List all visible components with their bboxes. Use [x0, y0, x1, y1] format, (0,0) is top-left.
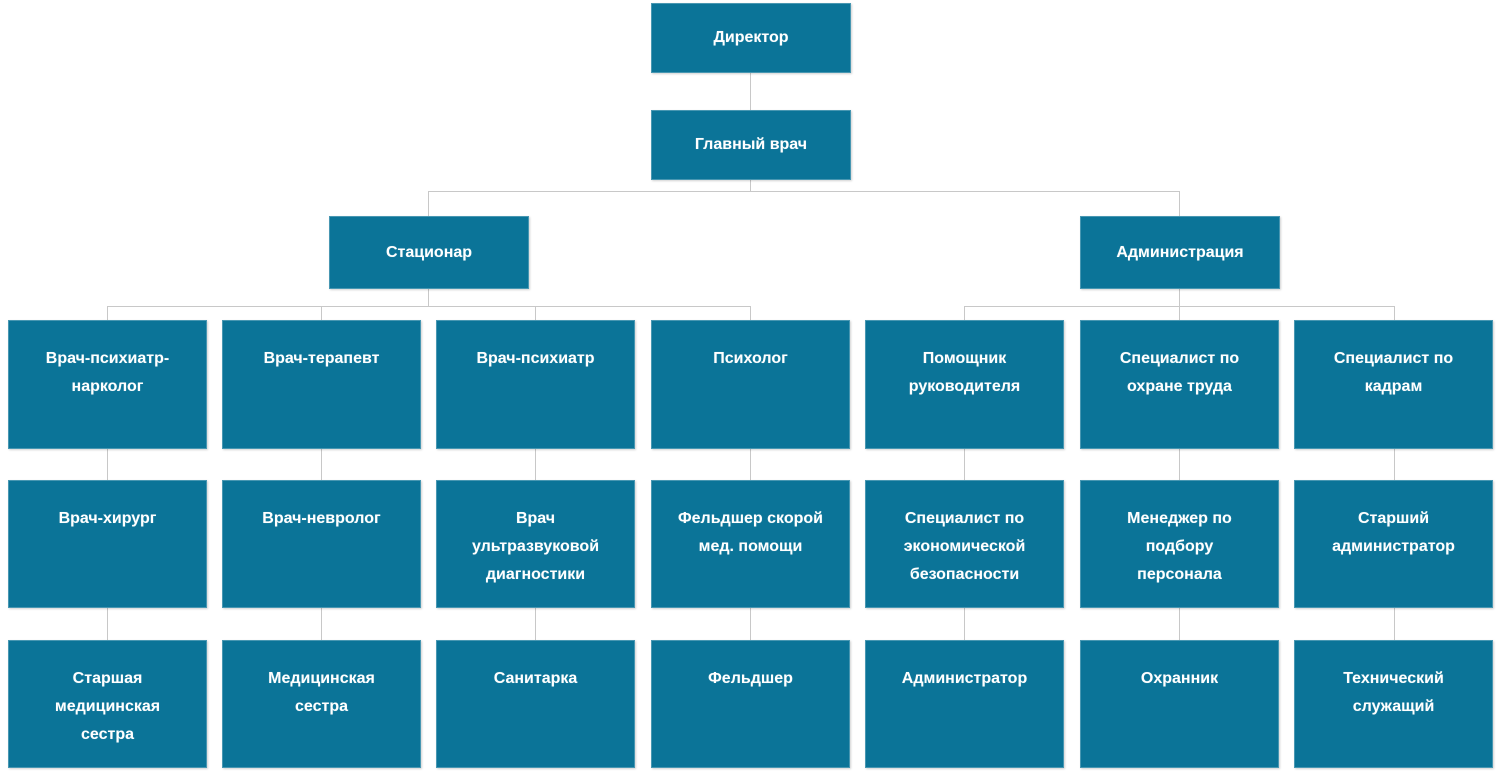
node-row5-col7-label: Технический служащий [1343, 670, 1444, 715]
node-row3-col2-label: Врач-терапевт [263, 350, 380, 367]
node-division-stacionar-label: Стационар [385, 243, 473, 261]
connector-r3c4-to-r4c4 [750, 449, 751, 480]
node-row5-col7[interactable]: Технический служащий [1294, 640, 1493, 768]
node-row5-col2[interactable]: Медицинская сестра [222, 640, 421, 768]
node-row4-col7-label: Старший администратор [1332, 510, 1455, 555]
node-row3-col2[interactable]: Врач-терапевт [222, 320, 421, 449]
node-row4-col4-label: Фельдшер скорой мед. помощи [677, 510, 823, 555]
node-row4-col1[interactable]: Врач-хирург [8, 480, 207, 608]
node-row3-col5[interactable]: Помощник руководителя [865, 320, 1064, 449]
node-row5-col6-label: Охранник [1140, 670, 1219, 687]
node-row3-col1-label: Врач-психиатр- нарколог [45, 350, 170, 395]
connector-r3c5-to-r4c5 [964, 449, 965, 480]
connector-r4c4-to-r5c4 [750, 608, 751, 640]
node-row4-col7[interactable]: Старший администратор [1294, 480, 1493, 608]
connector-stacionar-bus [107, 306, 751, 307]
node-row3-col3-label: Врач-психиатр [476, 350, 595, 367]
node-division-administration-label: Администрация [1116, 243, 1244, 261]
node-row3-col5-label: Помощник руководителя [908, 350, 1021, 395]
node-row4-col6[interactable]: Менеджер по подбору персонала [1080, 480, 1279, 608]
connector-director-to-chief [750, 73, 751, 110]
node-row5-col2-label: Медицинская сестра [268, 670, 375, 715]
node-row3-col6-label: Специалист по охране труда [1119, 350, 1240, 395]
connector-r4c6-to-r5c6 [1179, 608, 1180, 640]
node-row4-col6-label: Менеджер по подбору персонала [1127, 510, 1232, 583]
connector-r3c7-to-r4c7 [1394, 449, 1395, 480]
connector-drop-stacionar [428, 191, 429, 216]
node-row4-col4[interactable]: Фельдшер скорой мед. помощи [651, 480, 850, 608]
connector-r3c3-to-r4c3 [535, 449, 536, 480]
node-director[interactable]: Директор [651, 3, 851, 73]
node-row3-col3[interactable]: Врач-психиатр [436, 320, 635, 449]
node-row5-col5[interactable]: Администратор [865, 640, 1064, 768]
node-row5-col5-label: Администратор [901, 670, 1028, 687]
node-row5-col1[interactable]: Старшая медицинская сестра [8, 640, 207, 768]
node-row5-col3[interactable]: Санитарка [436, 640, 635, 768]
connector-drop-administration [1179, 191, 1180, 216]
node-division-stacionar[interactable]: Стационар [329, 216, 529, 289]
node-division-administration[interactable]: Администрация [1080, 216, 1280, 289]
connector-drop-r3c6 [1179, 306, 1180, 320]
connector-r4c7-to-r5c7 [1394, 608, 1395, 640]
connector-r3c1-to-r4c1 [107, 449, 108, 480]
node-row4-col5-label: Специалист по экономической безопасности [903, 510, 1026, 583]
connector-r3c6-to-r4c6 [1179, 449, 1180, 480]
node-row4-col5[interactable]: Специалист по экономической безопасности [865, 480, 1064, 608]
node-chief-physician[interactable]: Главный врач [651, 110, 851, 180]
node-row5-col4-label: Фельдшер [708, 670, 793, 687]
connector-r3c2-to-r4c2 [321, 449, 322, 480]
connector-drop-r3c2 [321, 306, 322, 320]
connector-chief-bus [428, 191, 1180, 192]
node-row5-col3-label: Санитарка [493, 670, 578, 687]
node-row3-col7-label: Специалист по кадрам [1333, 350, 1454, 395]
node-row4-col2-label: Врач-невролог [262, 510, 381, 527]
node-row5-col6[interactable]: Охранник [1080, 640, 1279, 768]
connector-drop-r3c7 [1394, 306, 1395, 320]
connector-r4c2-to-r5c2 [321, 608, 322, 640]
node-row3-col4[interactable]: Психолог [651, 320, 850, 449]
connector-drop-r3c5 [964, 306, 965, 320]
connector-r4c1-to-r5c1 [107, 608, 108, 640]
node-director-label: Директор [713, 29, 789, 46]
connector-drop-r3c1 [107, 306, 108, 320]
connector-r4c3-to-r5c3 [535, 608, 536, 640]
connector-stacionar-stub [428, 289, 429, 306]
node-row4-col2[interactable]: Врач-невролог [222, 480, 421, 608]
connector-drop-r3c4 [750, 306, 751, 320]
node-row3-col1[interactable]: Врач-психиатр- нарколог [8, 320, 207, 449]
node-row3-col6[interactable]: Специалист по охране труда [1080, 320, 1279, 449]
connector-drop-r3c3 [535, 306, 536, 320]
node-row4-col3[interactable]: Врач ультразвуковой диагностики [436, 480, 635, 608]
node-row5-col4[interactable]: Фельдшер [651, 640, 850, 768]
connector-administration-stub [1179, 289, 1180, 306]
node-row3-col7[interactable]: Специалист по кадрам [1294, 320, 1493, 449]
node-row3-col4-label: Психолог [713, 350, 788, 367]
connector-r4c5-to-r5c5 [964, 608, 965, 640]
node-row4-col1-label: Врач-хирург [58, 510, 157, 527]
node-chief-physician-label: Главный врач [694, 136, 808, 153]
node-row4-col3-label: Врач ультразвуковой диагностики [471, 510, 600, 583]
node-row5-col1-label: Старшая медицинская сестра [54, 670, 161, 743]
connector-chief-stub [750, 180, 751, 191]
